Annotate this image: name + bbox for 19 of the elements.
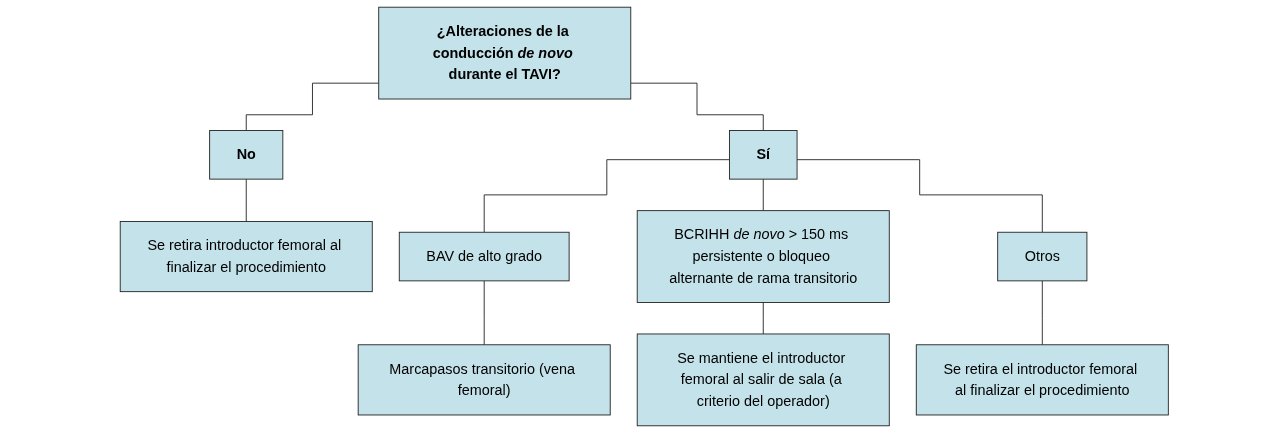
node-box: BAV de alto grado <box>398 231 570 282</box>
connector <box>796 159 1043 233</box>
node-box: Otros <box>996 231 1088 282</box>
connector <box>245 178 247 222</box>
node-box: Se mantiene el introductor femoral al salir de sala (a criterio del operador) <box>636 333 890 427</box>
node-box: Sí <box>728 130 798 180</box>
connector <box>630 82 764 131</box>
connector <box>245 82 379 131</box>
node-box: Se retira introductor femoral al finalizar el procedimiento <box>119 221 373 293</box>
connector <box>483 280 485 346</box>
node-box: ¿Alteraciones de la conducción de novo durante el TAVI? <box>378 6 631 100</box>
node-box: BCRIHH de novo > 150 ms persistente o bloqueo alternante de rama transitorio <box>636 210 890 303</box>
connector <box>762 178 764 212</box>
connector <box>762 302 764 335</box>
connector <box>483 159 730 233</box>
node-box: No <box>208 130 283 180</box>
node-box: Se retira el introductor femoral al finalizar el procedimiento <box>915 344 1169 416</box>
node-box: Marcapasos transitorio (vena femoral) <box>357 344 611 416</box>
connector <box>1041 280 1043 346</box>
